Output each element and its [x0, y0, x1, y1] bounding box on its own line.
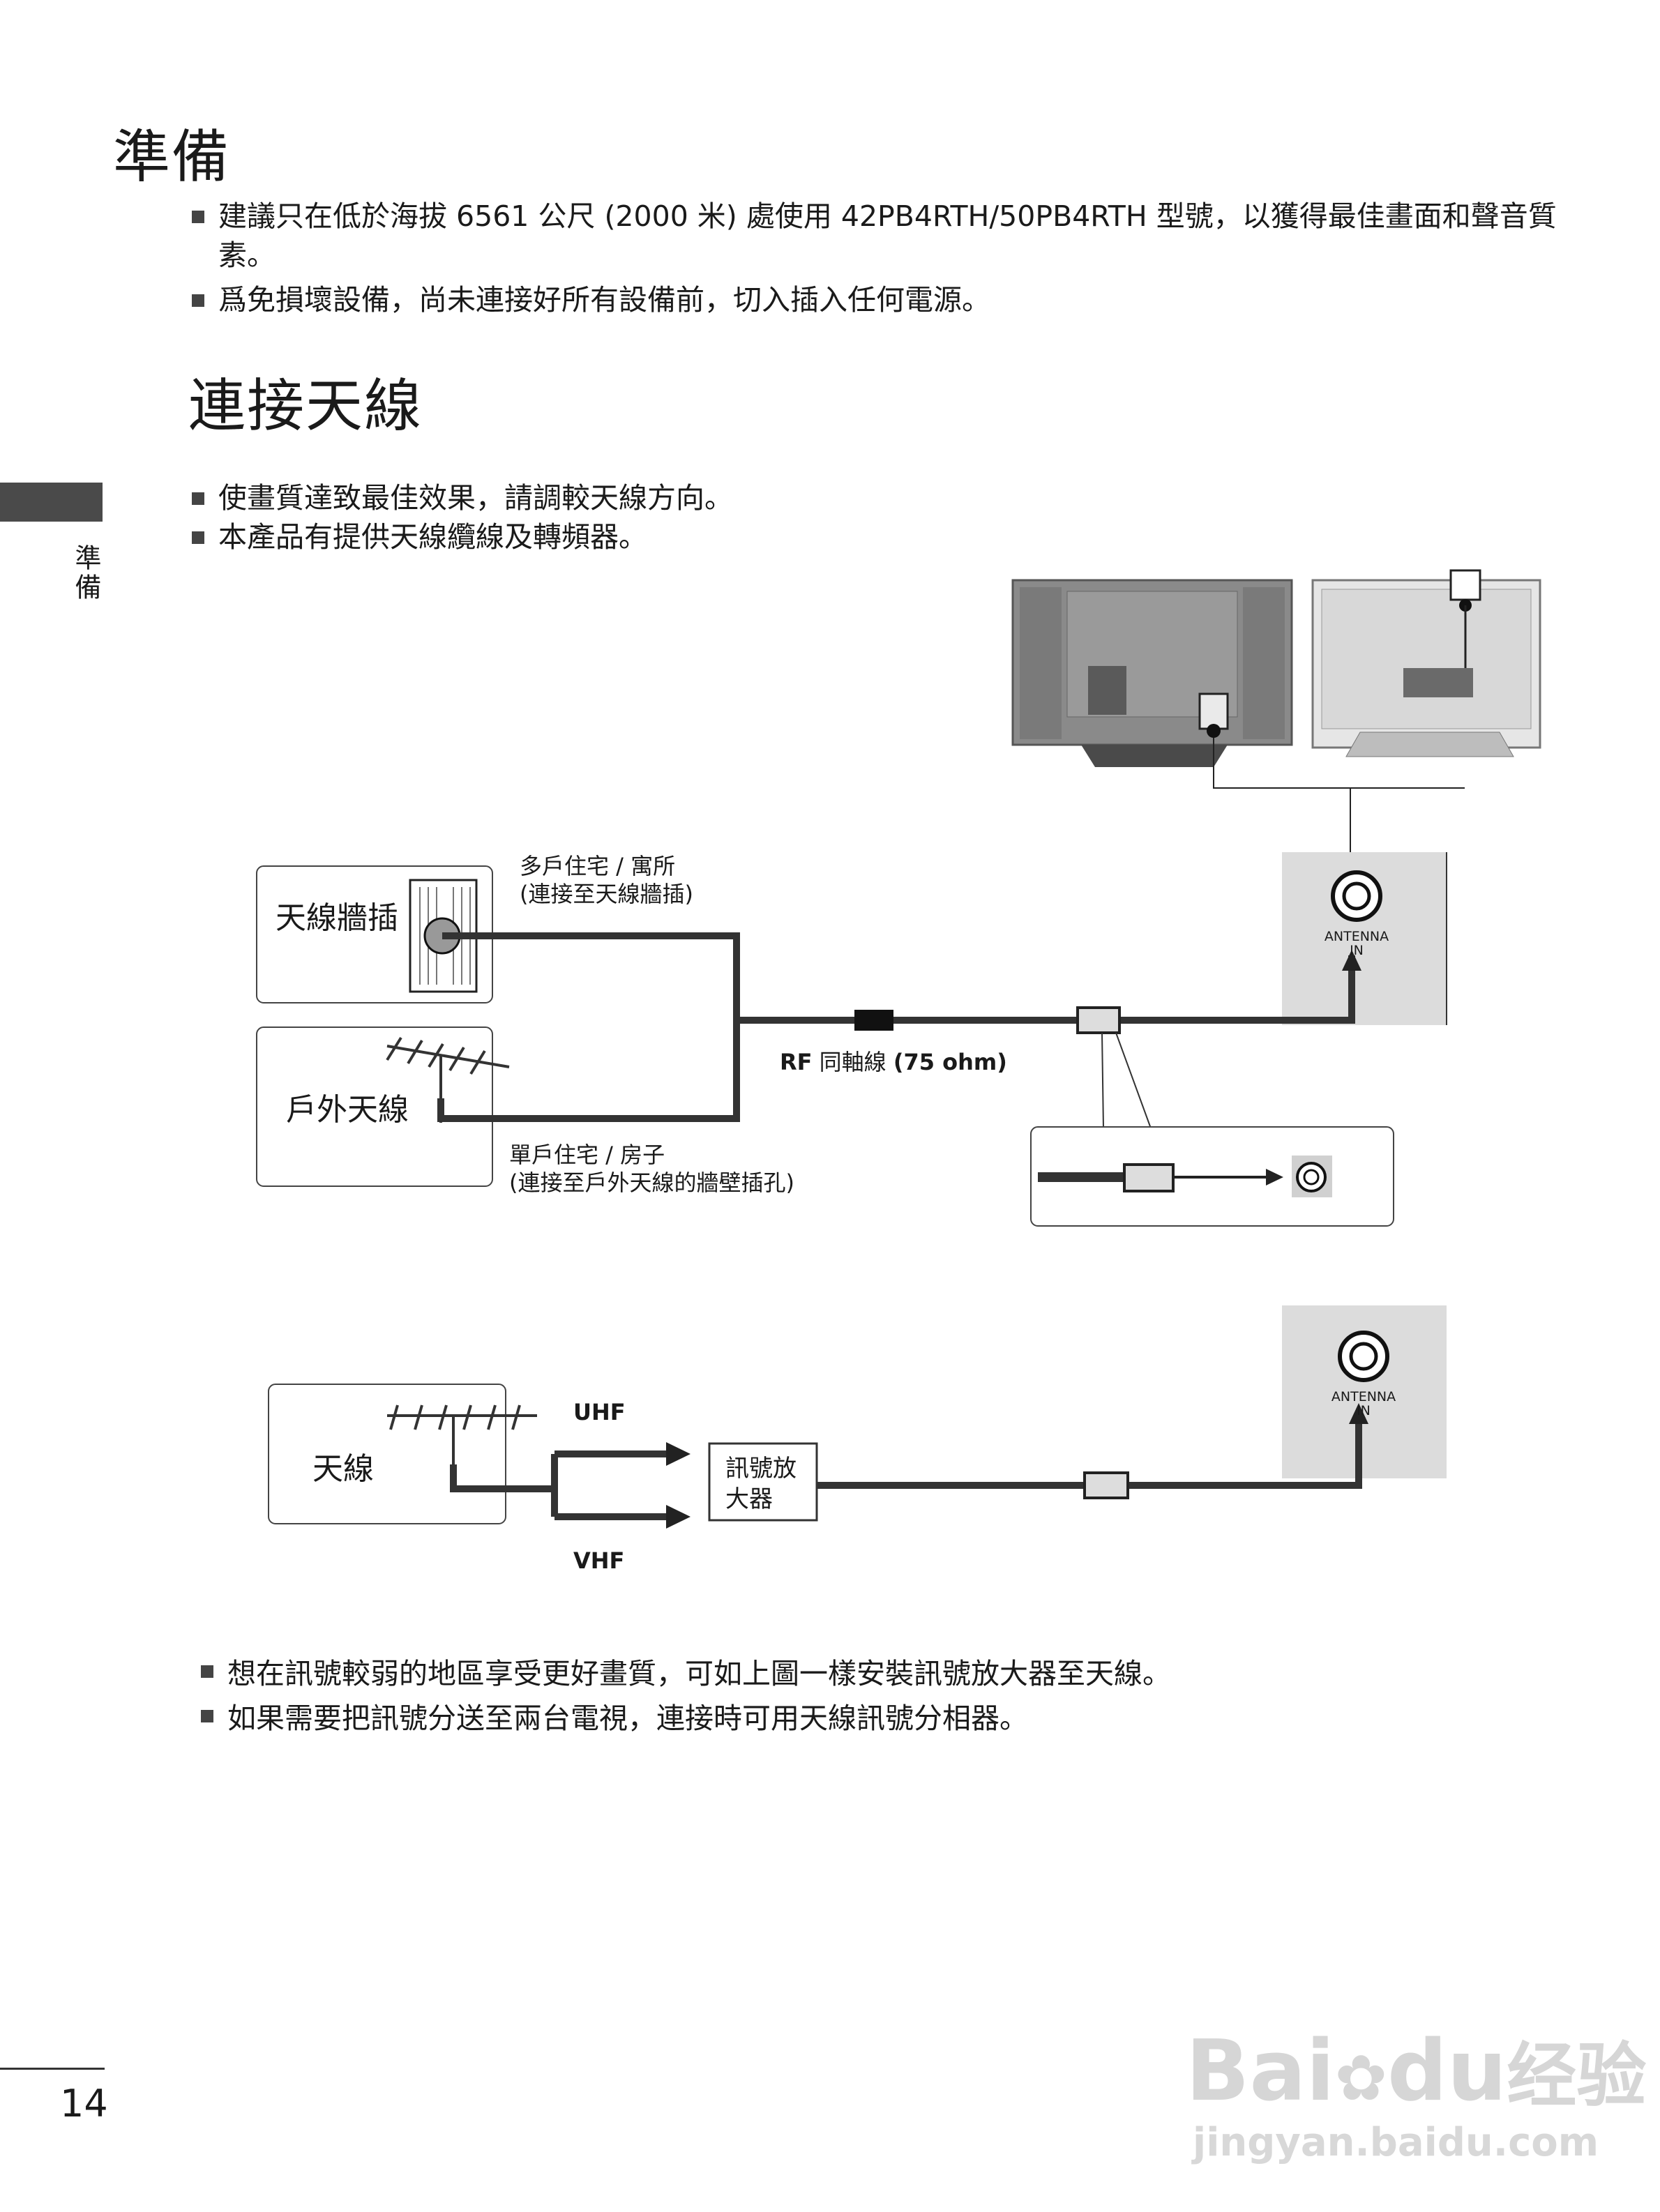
note-amplifier: 想在訊號較弱的地區享受更好畫質，可如上圖一樣安裝訊號放大器至天線。	[201, 1651, 1526, 1696]
vhf-label: VHF	[573, 1547, 625, 1574]
amplifier-label: 訊號放大器	[725, 1455, 797, 1513]
outdoor-antenna-box	[256, 1027, 493, 1187]
antenna-bullets: 使畫質達致最佳效果，請調較天線方向。 本產品有提供天線纜線及轉頻器。	[192, 478, 1168, 556]
rf-ferrite-core	[854, 1010, 893, 1031]
multi-dwelling-label: 多戶住宅 / 寓所(連接至天線牆插)	[520, 853, 693, 907]
antenna-label-2: 天線	[312, 1451, 374, 1487]
baidu-watermark-logo: Bai✿du经验	[1186, 2023, 1647, 2120]
antenna-box-2	[268, 1384, 506, 1524]
tv-rear-lcd-illustration	[1311, 569, 1541, 757]
side-tab-label: 準備	[70, 544, 101, 603]
bullet-power: 爲免損壞設備，尚未連接好所有設備前，切入插入任何電源。	[192, 280, 1559, 319]
rf-plug-1	[1076, 1006, 1121, 1034]
notes-list: 想在訊號較弱的地區享受更好畫質，可如上圖一樣安裝訊號放大器至天線。 如果需要把訊…	[201, 1651, 1526, 1741]
preparation-bullets: 建議只在低於海拔 6561 公尺 (2000 米) 處使用 42PB4RTH/5…	[192, 197, 1559, 319]
antenna-in-jack-2	[1338, 1331, 1389, 1382]
footer-rule	[0, 2068, 105, 2070]
tv-rear-plasma-illustration	[1011, 579, 1293, 767]
outdoor-antenna-label: 戶外天線	[286, 1092, 409, 1128]
side-tab-marker	[0, 483, 103, 522]
signal-amplifier-box	[708, 1442, 818, 1522]
uhf-label: UHF	[573, 1399, 626, 1425]
bullet-altitude: 建議只在低於海拔 6561 公尺 (2000 米) 處使用 42PB4RTH/5…	[192, 197, 1559, 275]
rf-cable-label: RF 同軸線 (75 ohm)	[780, 1049, 1007, 1075]
section-title-preparation: 準備	[113, 124, 231, 190]
section-title-antenna: 連接天線	[188, 373, 423, 439]
note-splitter: 如果需要把訊號分送至兩台電視，連接時可用天線訊號分相器。	[201, 1696, 1526, 1741]
paw-icon: ✿	[1334, 2042, 1387, 2115]
rf-plug-2	[1083, 1471, 1129, 1499]
wall-jack-label: 天線牆插	[276, 900, 398, 936]
baidu-watermark-url: jingyan.baidu.com	[1193, 2120, 1599, 2165]
antenna-in-jack-1	[1331, 870, 1382, 922]
bullet-included: 本產品有提供天線纜線及轉頻器。	[192, 517, 1168, 556]
single-dwelling-label: 單戶住宅 / 房子(連接至戶外天線的牆壁插孔)	[509, 1142, 794, 1196]
bullet-orientation: 使畫質達致最佳效果，請調較天線方向。	[192, 478, 1168, 517]
page-number: 14	[60, 2082, 108, 2126]
